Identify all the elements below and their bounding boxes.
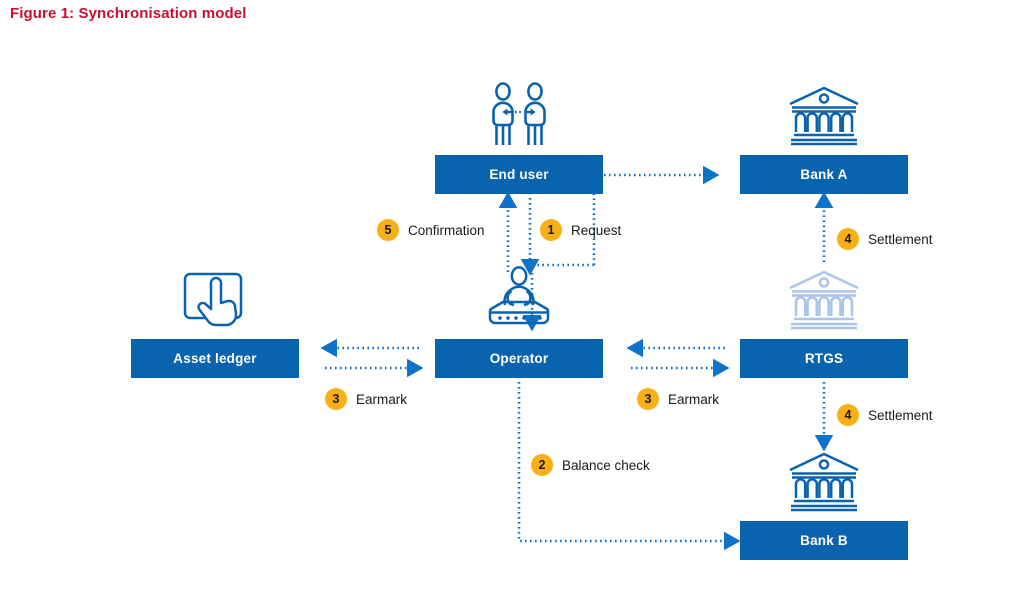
node-asset-ledger[interactable]: Asset ledger (131, 339, 299, 378)
bank-building-faded-icon (789, 270, 859, 330)
bank-building-icon (789, 86, 859, 146)
step-text-confirmation: Confirmation (408, 222, 485, 238)
step-text-earmark-right: Earmark (668, 391, 720, 407)
connector-request-branch-down (522, 263, 594, 332)
node-bank-a[interactable]: Bank A (740, 155, 908, 194)
node-operator[interactable]: Operator (435, 339, 603, 378)
step-text-settlement-lower: Settlement (868, 407, 933, 423)
node-end-user[interactable]: End user (435, 155, 603, 194)
step-label-balance-check: 2 Balance check (531, 454, 650, 476)
step-label-settlement-lower: 4 Settlement (837, 404, 933, 426)
operator-console-icon (488, 266, 550, 325)
node-label: Asset ledger (173, 351, 257, 366)
node-label: RTGS (804, 351, 844, 366)
node-rtgs[interactable]: RTGS (740, 339, 908, 378)
step-label-earmark-left: 3 Earmark (325, 388, 407, 410)
step-text-earmark-left: Earmark (356, 391, 408, 407)
step-badge-3-right: 3 (637, 388, 659, 410)
step-badge-4-upper: 4 (837, 228, 859, 250)
step-label-settlement-upper: 4 Settlement (837, 228, 933, 250)
step-label-request: 1 Request (540, 219, 621, 241)
figure-title: Figure 1: Synchronisation model (10, 5, 247, 22)
node-label: Operator (489, 351, 549, 366)
two-people-exchange-icon (492, 82, 546, 145)
node-bank-b[interactable]: Bank B (740, 521, 908, 560)
step-badge-2: 2 (531, 454, 553, 476)
step-badge-1: 1 (540, 219, 562, 241)
step-label-earmark-right: 3 Earmark (637, 388, 719, 410)
node-label: Bank A (800, 167, 848, 182)
node-label: Bank B (800, 533, 848, 548)
node-label: End user (489, 167, 549, 182)
bank-building-icon (789, 452, 859, 512)
step-label-confirmation: 5 Confirmation (377, 219, 485, 241)
step-badge-3-left: 3 (325, 388, 347, 410)
step-text-settlement-upper: Settlement (868, 231, 933, 247)
step-badge-5: 5 (377, 219, 399, 241)
step-text-request: Request (571, 222, 622, 238)
step-text-balance-check: Balance check (562, 457, 650, 473)
step-badge-4-lower: 4 (837, 404, 859, 426)
hand-touch-icon (183, 272, 243, 327)
